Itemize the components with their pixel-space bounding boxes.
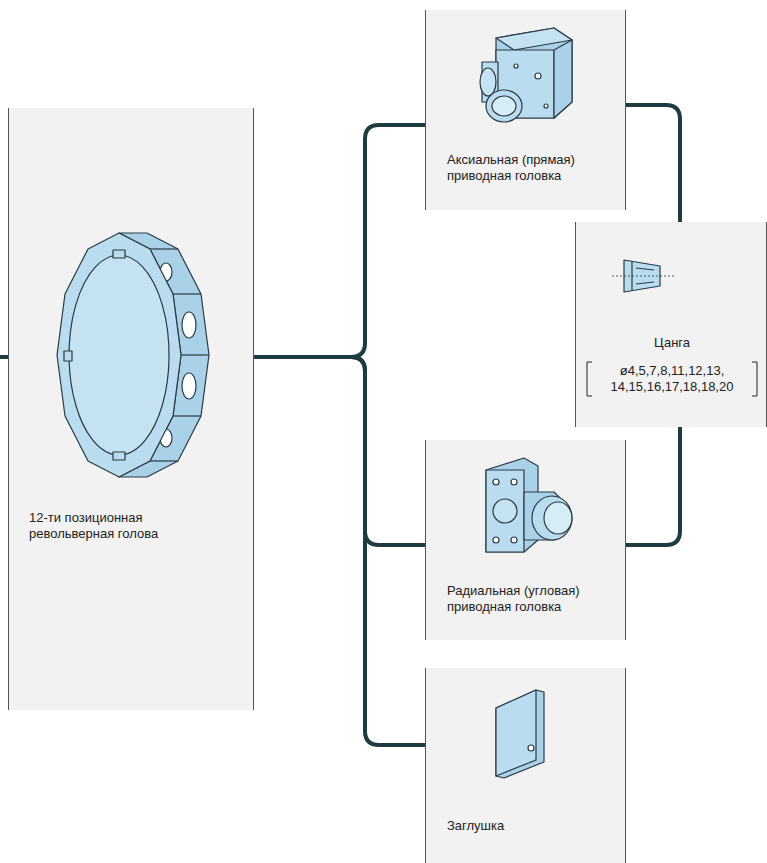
connector-line xyxy=(626,427,680,545)
node-caption: Аксиальная (прямая) приводная головка xyxy=(447,152,617,184)
connector-line xyxy=(254,357,425,545)
turret-illustration xyxy=(9,108,255,710)
node-caption: 12-ти позиционная револьверная голова xyxy=(29,510,229,542)
size-list: ø4,5,7,8,11,12,13, 14,15,16,17,18,18,20 xyxy=(594,363,750,395)
plug-panel: Заглушка xyxy=(425,668,626,863)
connector-line xyxy=(254,357,425,745)
plug-illustration xyxy=(426,668,627,863)
list-bracket xyxy=(587,362,757,396)
collet-illustration xyxy=(576,222,767,427)
node-caption: Заглушка xyxy=(447,818,617,834)
radial-head-panel: Радиальная (угловая) приводная головка xyxy=(425,440,626,640)
node-caption: Радиальная (угловая) приводная головка xyxy=(447,583,617,615)
axial-head-panel: Аксиальная (прямая) приводная головка xyxy=(425,10,626,210)
collet-panel: Цанга ø4,5,7,8,11,12,13, 14,15,16,17,18,1… xyxy=(575,222,767,427)
turret-panel: 12-ти позиционная револьверная голова xyxy=(8,108,254,710)
connector-line xyxy=(254,125,425,357)
node-caption: Цанга xyxy=(586,335,758,351)
connector-line xyxy=(626,105,680,222)
